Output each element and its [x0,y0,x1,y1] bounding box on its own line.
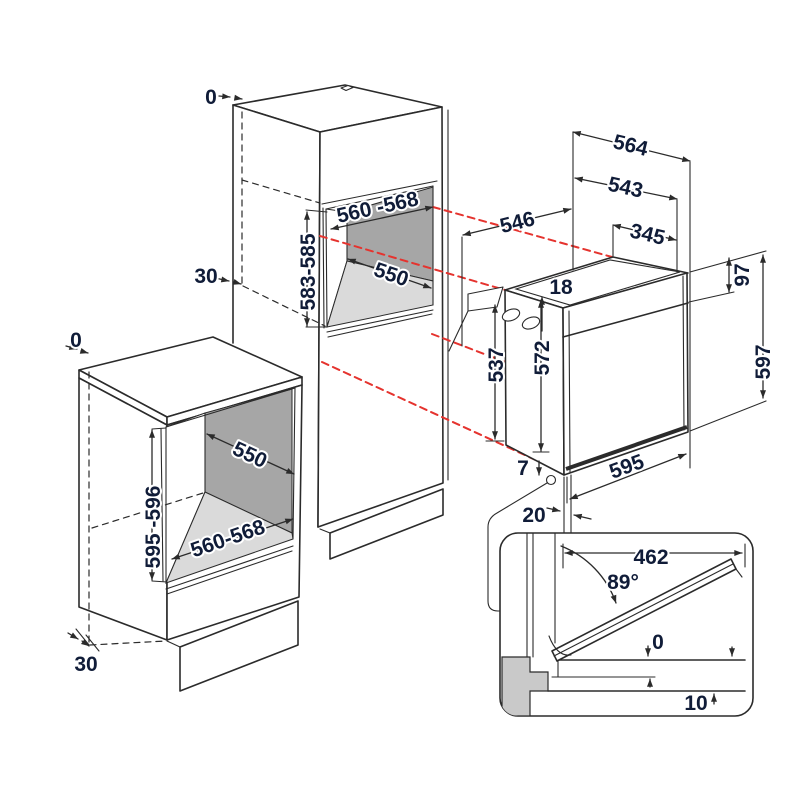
oven-vent-slot-1 [501,308,521,322]
label-inset-angle: 89° [607,571,639,594]
label-oven-7: 7 [517,457,529,480]
label-base-zero: 0 [70,329,82,352]
inset-hinge-arc [548,635,572,656]
dim-line-tall-depth [347,258,432,289]
dim-line-564 [572,130,691,163]
oven-control-panel-line [562,302,689,338]
label-inset-462: 462 [633,546,668,569]
door-detail-inset [499,532,754,717]
dim-line-base-depth [206,433,295,475]
inset-angle-arc [560,545,617,604]
callout-leader-line [487,482,548,612]
label-oven-20: 20 [522,504,545,527]
dim-line-tall-width [330,205,434,231]
door-detail-callout [487,474,557,612]
label-oven-18: 18 [549,276,573,299]
label-tall-height: 583-585 [297,233,320,310]
label-base-height: 595 -596 [142,486,165,569]
label-tall-zero: 0 [205,86,217,109]
callout-anchor-circle [545,474,557,486]
tall-cabinet-plinth [329,488,444,560]
oven-mounting-flange [467,286,504,312]
label-oven-537: 537 [485,347,508,382]
label-base-thirty: 30 [74,653,97,676]
dim-line-345 [612,223,677,242]
label-oven-345: 345 [628,220,668,250]
label-oven-572: 572 [531,340,554,375]
oven-dimensions [461,130,767,520]
dim-line-base-width [171,518,294,560]
dim-line-543 [574,176,678,201]
base-cabinet-dimensions [65,344,295,652]
dim-line-20-right [573,513,592,520]
label-oven-97: 97 [731,263,754,286]
base-cabinet-plinth [179,600,299,692]
dim-line-20-left [546,506,561,513]
tall-cabinet-top-notch [340,84,354,92]
dim-line-546 [462,207,572,237]
label-oven-597: 597 [752,344,775,379]
oven [448,256,689,543]
label-oven-564: 564 [611,130,651,161]
label-inset-zero: 0 [652,631,664,654]
oven-top-frame [514,259,681,306]
label-oven-543: 543 [606,173,645,203]
base-cabinet [78,336,303,692]
label-tall-thirty: 30 [194,265,217,288]
oven-front-face [562,272,689,476]
tall-cabinet-dimensions [214,93,434,328]
label-inset-ten: 10 [684,692,707,715]
dim-line-595 [569,453,687,500]
